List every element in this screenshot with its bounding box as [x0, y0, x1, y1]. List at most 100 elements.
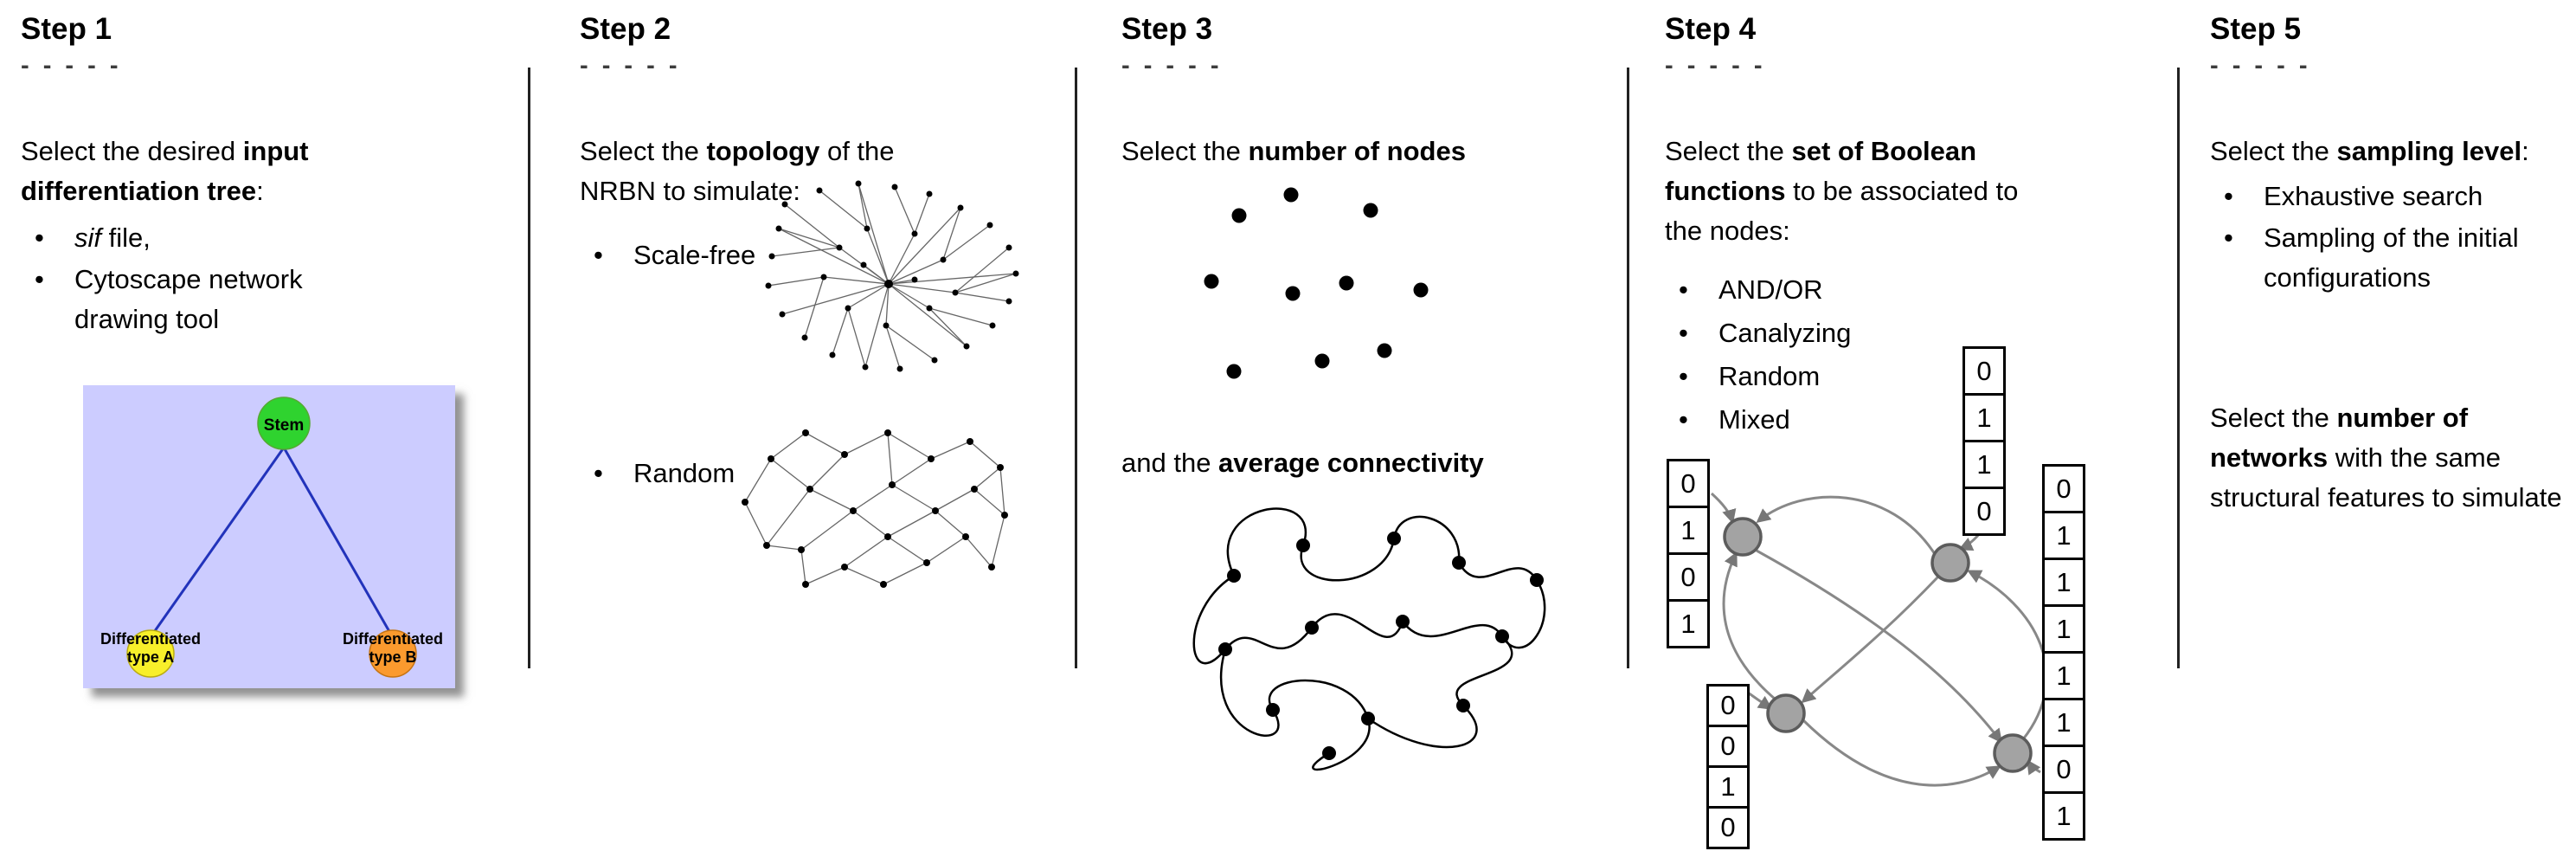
text-segment: : [2521, 136, 2529, 166]
text-bold: average connectivity [1218, 448, 1484, 478]
text-segment: Select the [2210, 136, 2337, 166]
text-segment: of the NRBN to simulate: [580, 136, 895, 206]
truth-cell: 1 [2042, 791, 2085, 841]
text-segment: file, [101, 222, 151, 253]
text-segment: to be associated to the nodes: [1665, 175, 2019, 246]
text-segment: Scale-free [633, 240, 756, 270]
bullet-icon: • [1679, 361, 1688, 391]
text-bold: set of Boolean functions [1665, 136, 1977, 206]
step4-truth-table-left: 0 1 0 1 [1667, 459, 1710, 648]
text-italic: sif [74, 222, 101, 253]
type-b-label-line2: type B [369, 648, 416, 666]
step1-title: Step 1 [21, 12, 112, 46]
truth-cell: 0 [1706, 806, 1750, 849]
step4-truth-table-top: 0 1 1 0 [1963, 346, 2006, 536]
random-nodes [742, 429, 1008, 588]
truth-cell: 0 [1963, 346, 2006, 396]
boolean-network-figure [1710, 492, 2048, 787]
step4-bullet-mixed: •Mixed [1665, 400, 1924, 440]
step5-title: Step 5 [2210, 12, 2302, 46]
text-bold: topology [706, 136, 820, 166]
step4-bullet-canalyzing: •Canalyzing [1665, 313, 1924, 353]
truth-cell: 1 [2042, 651, 2085, 700]
step1-column: Step 1 - - - - - Select the desired inpu… [21, 0, 523, 851]
step4-dashes: - - - - - [1665, 52, 1766, 80]
step4-title: Step 4 [1665, 12, 1757, 46]
bullet-icon: • [35, 264, 44, 294]
text-segment: Cytoscape network drawing tool [74, 264, 303, 334]
text-segment: Mixed [1718, 404, 1790, 435]
step5-column: Step 5 - - - - - Select the sampling lev… [2210, 0, 2573, 851]
divider-3 [1627, 68, 1629, 668]
text-segment: Select the [2210, 403, 2337, 433]
truth-cell: 0 [2042, 464, 2085, 513]
text-segment: Random [1718, 361, 1821, 391]
step5-bullet-exhaustive: • Exhaustive search [2210, 177, 2556, 216]
text-segment: Exhaustive search [2264, 181, 2483, 211]
step1-dashes: - - - - - [21, 52, 122, 80]
step4-bullet-and-or: • AND/OR [1665, 270, 1924, 310]
bullet-icon: • [594, 458, 603, 488]
truth-cell: 1 [2042, 698, 2085, 747]
step1-bullet-cytoscape: • Cytoscape network drawing tool [21, 260, 367, 339]
truth-cell: 1 [2042, 558, 2085, 607]
type-a-node [126, 629, 175, 678]
step4-truth-table-bottom: 0 0 1 0 [1706, 684, 1750, 849]
text-segment: Select the [580, 136, 707, 166]
text-segment: with the same structural features to sim… [2210, 442, 2562, 513]
scale-free-network-figure [765, 180, 1019, 372]
stem-label: Stem [264, 416, 304, 435]
text-segment: AND/OR [1718, 274, 1823, 305]
random-edges [744, 432, 1005, 585]
connectivity-nodes [1218, 532, 1544, 760]
truth-cell: 1 [1963, 393, 2006, 442]
bullet-icon: • [35, 222, 44, 253]
step2-column: Step 2 - - - - - Select the topology of … [580, 0, 1069, 851]
nodes-dots-figure [1204, 187, 1429, 379]
text-segment: Canalyzing [1718, 318, 1852, 348]
gene-node-c [1766, 693, 1806, 733]
text-segment: and the [1121, 448, 1219, 478]
scale-free-nodes [765, 180, 1019, 372]
step1-intro: Select the desired input differentiation… [21, 132, 419, 211]
type-a-label-line2: type A [127, 648, 174, 666]
divider-4 [2177, 68, 2180, 668]
step2-dashes: - - - - - [580, 52, 681, 80]
divider-1 [528, 68, 530, 668]
step4-truth-table-right: 0 1 1 1 1 1 0 1 [2042, 464, 2085, 841]
step3-column: Step 3 - - - - - Select the number of no… [1121, 0, 1623, 851]
bullet-icon: • [2224, 222, 2233, 253]
bullet-icon: • [2224, 181, 2233, 211]
gene-node-b [1930, 543, 1970, 583]
text-bold: sampling level [2336, 136, 2522, 166]
truth-cell: 0 [1963, 487, 2006, 536]
step4-intro: Select the set of Boolean functions to b… [1665, 132, 2046, 251]
text-segment: Random [633, 458, 736, 488]
random-network-figure [742, 429, 1008, 588]
text-segment: Sampling of the initial configurations [2264, 222, 2519, 293]
bullet-icon: • [1679, 274, 1688, 305]
truth-cell: 0 [1667, 459, 1710, 508]
truth-cell: 0 [1706, 684, 1750, 727]
differentiation-tree-figure: Stem Differentiated type A Differentiate… [83, 385, 455, 688]
dots [1204, 187, 1429, 379]
boolean-network-nodes [1723, 517, 2033, 773]
step5-second-paragraph: Select the number of networks with the s… [2210, 398, 2569, 518]
type-b-label-line1: Differentiated [343, 630, 443, 648]
truth-cell: 1 [1706, 765, 1750, 809]
truth-cell: 1 [1963, 440, 2006, 489]
step5-dashes: - - - - - [2210, 52, 2311, 80]
step5-intro: Select the sampling level: [2210, 132, 2529, 171]
type-a-label-line1: Differentiated [100, 630, 201, 648]
truth-cell: 0 [2042, 745, 2085, 794]
text-segment: Select the desired [21, 136, 243, 166]
gene-node-d [1993, 733, 2033, 773]
step2-bullet-random: • Random [580, 454, 857, 493]
tree-edges [151, 447, 393, 635]
step2-title: Step 2 [580, 12, 671, 46]
step3-line1: Select the number of nodes [1121, 132, 1466, 171]
step5-bullet-sampling: • Sampling of the initial configurations [2210, 218, 2556, 298]
step2-bullet-scale-free: •Scale-free [580, 235, 857, 275]
step2-intro: Select the topology of the NRBN to simul… [580, 132, 935, 211]
